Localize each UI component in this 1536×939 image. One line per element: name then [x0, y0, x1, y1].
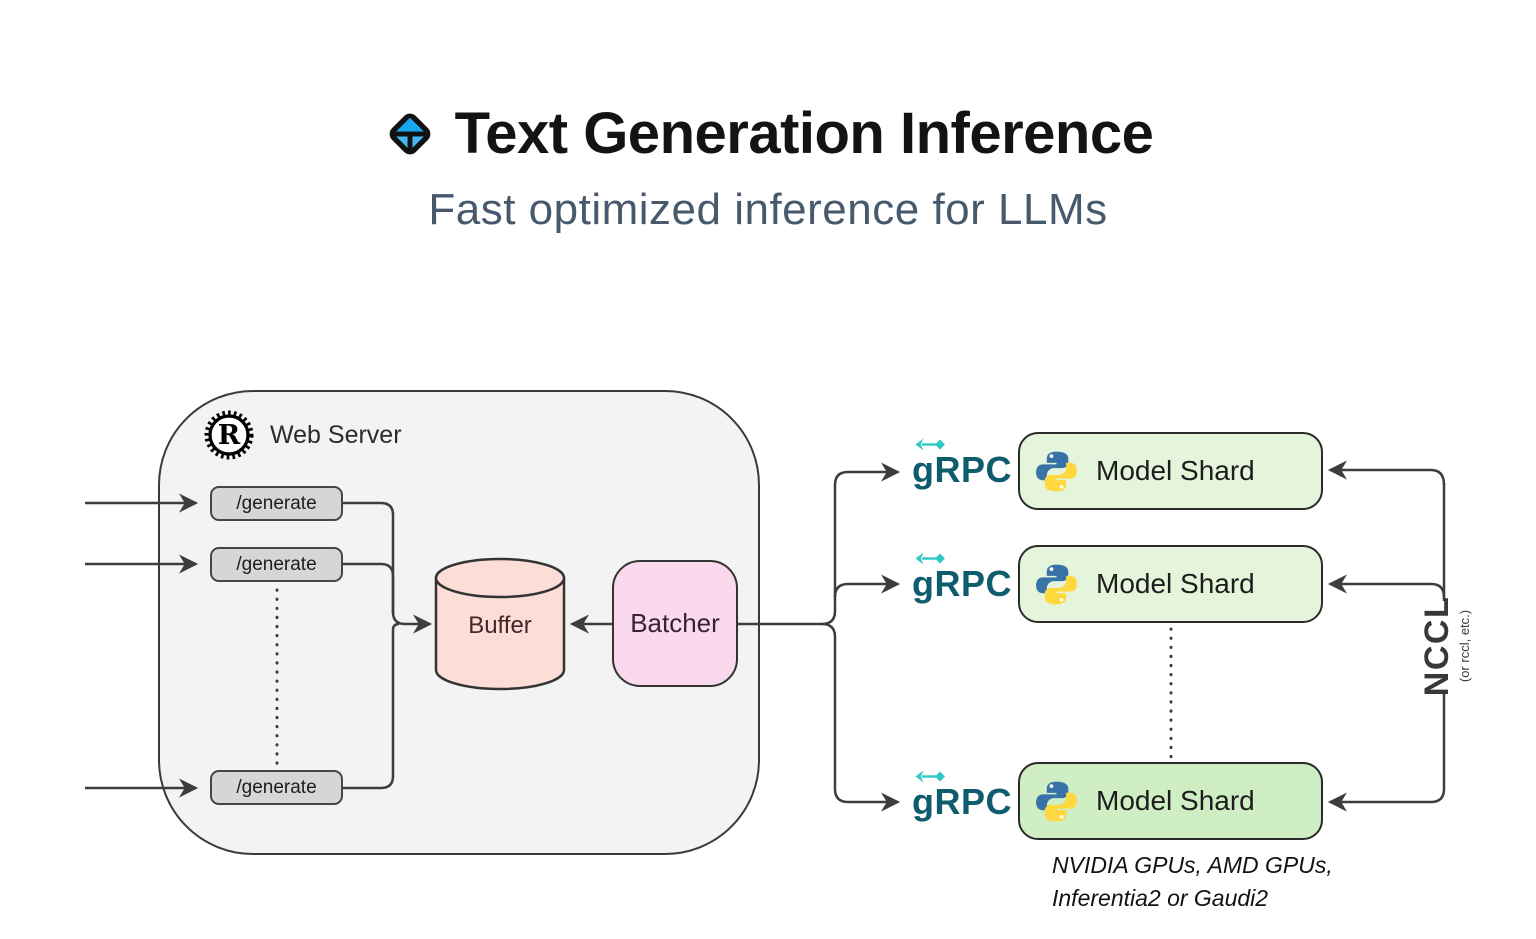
generate-endpoint-label: /generate [236, 492, 317, 514]
web-server-header: R Web Server [204, 410, 402, 460]
nccl-label: NCCL [1417, 595, 1456, 697]
model-shard-box-1: Model Shard [1018, 432, 1323, 510]
python-logo-icon [1036, 781, 1077, 821]
model-shard-box-3: Model Shard [1018, 762, 1323, 840]
batcher-box: Batcher [612, 560, 738, 687]
header: Text Generation Inference Fast optimized… [0, 100, 1536, 235]
grpc-label-3: gRPC [912, 770, 1022, 821]
grpc-label-1: gRPC [912, 438, 1022, 489]
batcher-label: Batcher [630, 608, 720, 638]
grpc-arrow-icon [915, 770, 945, 783]
page-title: Text Generation Inference [454, 101, 1154, 166]
grpc-branch-1 [821, 462, 901, 626]
grpc-branch-2 [833, 574, 901, 598]
model-shard-box-2: Model Shard [1018, 545, 1323, 623]
buffer-cylinder: Buffer [433, 556, 567, 692]
generate-endpoint-1: /generate [210, 486, 343, 521]
model-shard-label: Model Shard [1096, 568, 1255, 599]
model-shard-label: Model Shard [1096, 455, 1255, 486]
hardware-caption-line-2: Inferentia2 or Gaudi2 [1052, 885, 1269, 911]
grpc-label-2: gRPC [912, 552, 1022, 603]
grpc-text: gRPC [912, 449, 1012, 490]
cylinder-shape-icon [434, 557, 566, 691]
hardware-caption-line-1: NVIDIA GPUs, AMD GPUs, [1052, 852, 1333, 878]
nccl-arm-1 [1327, 460, 1446, 486]
rust-logo-icon: R [204, 410, 254, 460]
model-shard-label: Model Shard [1096, 785, 1255, 816]
grpc-text: gRPC [912, 563, 1012, 604]
buffer-label: Buffer [468, 612, 532, 639]
generate-endpoint-label: /generate [236, 776, 317, 798]
grpc-branch-3 [821, 622, 901, 812]
page-subtitle: Fast optimized inference for LLMs [428, 184, 1108, 234]
python-logo-icon [1036, 451, 1077, 491]
svg-text:R: R [218, 420, 241, 451]
grpc-arrow-icon [915, 552, 945, 565]
generate-endpoint-2: /generate [210, 547, 343, 582]
nccl-note: (or rccl, etc.) [1456, 609, 1472, 683]
grpc-arrow-icon [915, 438, 945, 451]
python-logo-icon [1036, 564, 1077, 604]
generate-endpoint-label: /generate [236, 553, 317, 575]
generate-endpoint-3: /generate [210, 770, 343, 805]
tgi-logo-icon [389, 113, 430, 154]
hardware-caption: NVIDIA GPUs, AMD GPUs, Inferentia2 or Ga… [1052, 849, 1333, 915]
title-row: Text Generation Inference [383, 100, 1154, 167]
web-server-label: Web Server [270, 420, 402, 449]
grpc-text: gRPC [912, 781, 1012, 822]
nccl-label-group: NCCL (or rccl, etc.) [1405, 556, 1485, 736]
